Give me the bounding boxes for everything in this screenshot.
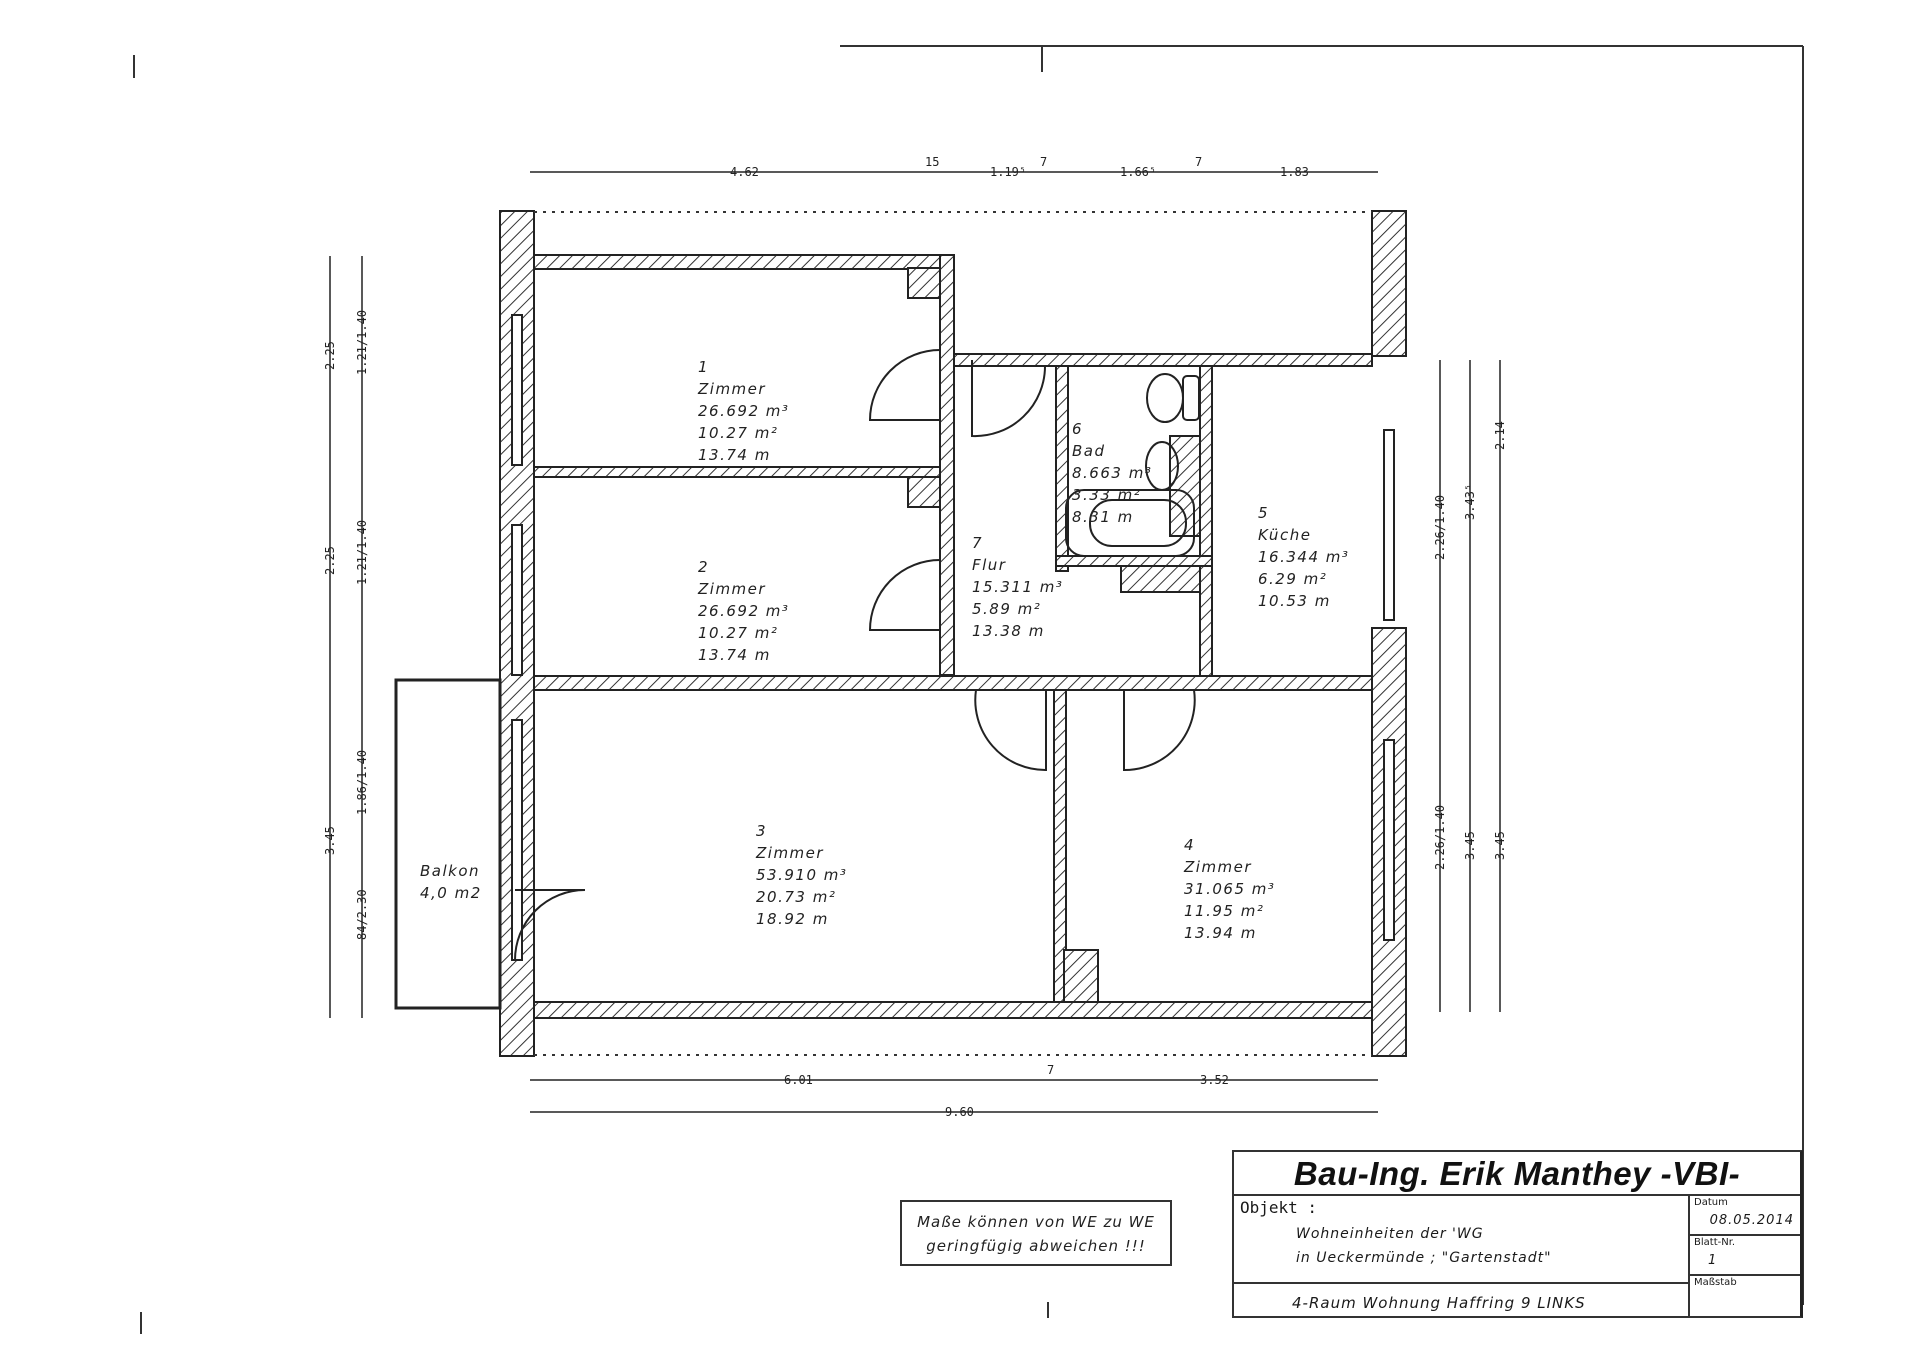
title-block: Bau-Ing. Erik Manthey -VBI- Objekt : Woh…	[1232, 1150, 1803, 1318]
svg-text:84/2.30: 84/2.30	[355, 889, 369, 940]
svg-text:7: 7	[1195, 155, 1202, 169]
company-name: Bau-Ing. Erik Manthey -VBI-	[1234, 1152, 1800, 1196]
doors	[514, 349, 1196, 961]
sheet-field: Blatt-Nr.1	[1690, 1236, 1800, 1276]
svg-text:3.45: 3.45	[1463, 831, 1477, 860]
sheet-frame	[133, 45, 1804, 1334]
dimension-lines	[329, 171, 1501, 1113]
svg-text:3.43⁵: 3.43⁵	[1463, 484, 1477, 520]
drawing-description: 4-Raum Wohnung Haffring 9 LINKS	[1292, 1294, 1586, 1312]
object-field: Objekt : Wohneinheiten der 'WG in Uecker…	[1234, 1196, 1688, 1284]
svg-text:7: 7	[1040, 155, 1047, 169]
svg-text:2.26/1.40: 2.26/1.40	[1433, 495, 1447, 560]
svg-text:2.26/1.40: 2.26/1.40	[1433, 805, 1447, 870]
svg-text:1.19⁵: 1.19⁵	[990, 165, 1026, 179]
sanitary-fixtures	[1065, 373, 1200, 557]
svg-text:3.45: 3.45	[1493, 831, 1507, 860]
dim-left-outer-1: 2.25	[323, 341, 337, 370]
windows	[511, 314, 1395, 961]
svg-text:15: 15	[925, 155, 939, 169]
tolerance-note: Maße können von WE zu WE geringfügig abw…	[900, 1200, 1172, 1266]
svg-text:1.21/1.40: 1.21/1.40	[355, 310, 369, 375]
svg-text:2.14: 2.14	[1493, 421, 1507, 450]
svg-text:1.86/1.40: 1.86/1.40	[355, 750, 369, 815]
scale-field: Maßstab	[1694, 1277, 1737, 1288]
svg-text:7: 7	[1047, 1063, 1054, 1077]
dim-top-1: 4.62	[730, 165, 759, 179]
walls	[499, 210, 1407, 1057]
svg-text:3.52: 3.52	[1200, 1073, 1229, 1087]
svg-text:3.45: 3.45	[323, 826, 337, 855]
svg-text:6.01: 6.01	[784, 1073, 813, 1087]
svg-text:1.66⁵: 1.66⁵	[1120, 165, 1156, 179]
svg-text:2.25: 2.25	[323, 546, 337, 575]
balcony	[394, 678, 502, 1010]
svg-text:1.83: 1.83	[1280, 165, 1309, 179]
svg-text:9.60: 9.60	[945, 1105, 974, 1119]
svg-text:1.21/1.40: 1.21/1.40	[355, 520, 369, 585]
